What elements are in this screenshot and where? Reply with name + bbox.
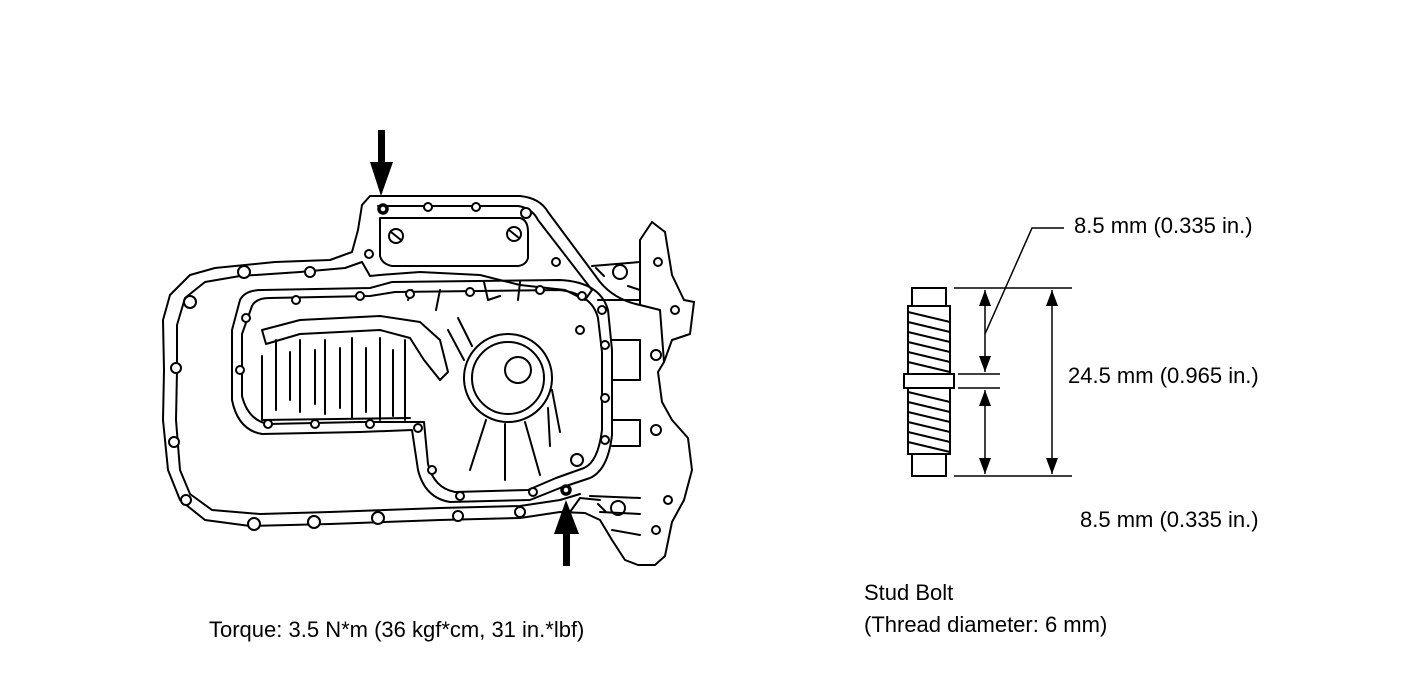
dimension-arrowheads [979, 290, 1058, 474]
stud-bolt-thread: (Thread diameter: 6 mm) [864, 612, 1108, 637]
indicator-arrow-bottom [554, 500, 579, 566]
stud-bolt [903, 287, 955, 477]
dimension-lines [954, 227, 1072, 477]
upper-boss [379, 217, 529, 267]
side-bracket [611, 304, 665, 447]
stud-locations [377, 203, 572, 496]
stud-bolt-title: Stud Bolt [864, 580, 954, 605]
dimension-label-bottom: 8.5 mm (0.335 in.) [1080, 507, 1259, 532]
baffle-channel [261, 315, 449, 381]
dimension-label-top: 8.5 mm (0.335 in.) [1074, 213, 1253, 238]
oil-pan-outer-flange [162, 195, 695, 566]
flange-bolt-holes [168, 202, 680, 535]
oil-sump-ring [231, 279, 613, 503]
indicator-arrow-top [370, 130, 393, 196]
torque-spec: Torque: 3.5 N*m (36 kgf*cm, 31 in.*lbf) [209, 617, 585, 642]
dimension-label-total: 24.5 mm (0.965 in.) [1068, 363, 1259, 388]
oil-pan-flange-inner [175, 205, 593, 515]
oil-strainer [463, 333, 553, 423]
